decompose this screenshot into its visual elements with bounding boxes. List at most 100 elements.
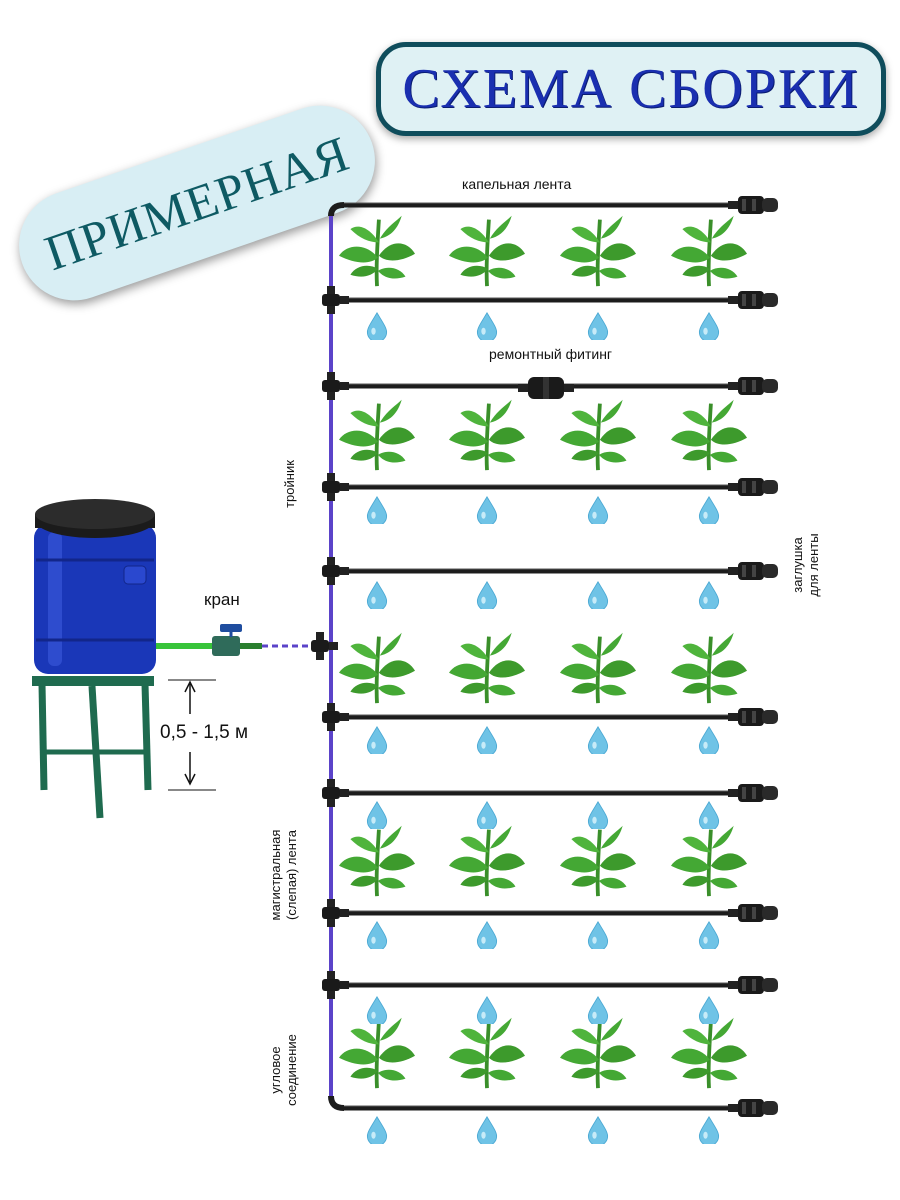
seedling-icon xyxy=(449,630,525,705)
water-drop-icon xyxy=(698,726,720,754)
corner-joint-label: угловое соединение xyxy=(268,1030,302,1110)
seedling-icon xyxy=(560,213,636,288)
corner-joint-label-line2: соединение xyxy=(284,1034,299,1106)
tee-connector-icon xyxy=(322,557,349,585)
seedling-icon xyxy=(449,1015,525,1090)
tank-lid-top xyxy=(35,499,155,529)
seedling-icon xyxy=(339,823,415,898)
repair-fitting-icon xyxy=(518,377,574,399)
end-plug-icon xyxy=(728,1099,778,1117)
corner-joint-bottom xyxy=(328,1095,345,1111)
end-plug-icon xyxy=(728,562,778,580)
water-drop-icon xyxy=(366,496,388,524)
end-plug-icon xyxy=(728,784,778,802)
water-drop-icon xyxy=(587,921,609,949)
water-drop-icon xyxy=(587,496,609,524)
main-line-label-line2: (слепая) лента xyxy=(284,830,299,920)
seedling-icon xyxy=(449,213,525,288)
main-line-label: магистральная (слепая) лента xyxy=(268,815,302,935)
water-drop-icon xyxy=(366,801,388,829)
valve-label: кран xyxy=(204,590,240,609)
water-drop-icon xyxy=(476,801,498,829)
end-plug-icon xyxy=(728,708,778,726)
title-banner: СХЕМА СБОРКИ xyxy=(376,42,886,136)
tee-connector-icon xyxy=(322,286,349,314)
water-drop-icon xyxy=(476,921,498,949)
stand-leg xyxy=(141,683,152,791)
water-drop-icon xyxy=(698,1116,720,1144)
water-drop-icon xyxy=(587,1116,609,1144)
seedling-icon xyxy=(339,397,415,472)
water-drop-icon xyxy=(587,312,609,340)
water-drop-icon xyxy=(587,996,609,1024)
water-drop-icon xyxy=(366,921,388,949)
water-source xyxy=(32,499,338,819)
seedling-icon xyxy=(449,397,525,472)
seedling-icon xyxy=(339,630,415,705)
tee-connector-icon xyxy=(322,971,349,999)
tank-highlight xyxy=(48,532,62,666)
seedling-icon xyxy=(339,213,415,288)
water-drop-icon xyxy=(366,996,388,1024)
tee-connector-icon xyxy=(322,473,349,501)
water-drop-icon xyxy=(476,312,498,340)
tee-connector-icon xyxy=(322,899,349,927)
water-drop-icon xyxy=(587,726,609,754)
tee-connector-icon xyxy=(322,779,349,807)
water-drop-icon xyxy=(587,581,609,609)
seedling-icon xyxy=(339,1015,415,1090)
drip-tape-label: капельная лента xyxy=(462,176,572,192)
corner-joint-label-line1: угловое xyxy=(268,1046,283,1094)
height-arrow-down-head xyxy=(184,773,196,786)
tee-connector-icon xyxy=(311,632,338,660)
seedling-icon xyxy=(671,213,747,288)
water-drop-icon xyxy=(587,801,609,829)
valve-icon xyxy=(212,636,240,656)
end-plug-label-line1: заглушка xyxy=(790,537,805,593)
water-drop-icon xyxy=(476,996,498,1024)
end-plug-label: заглушка для ленты xyxy=(790,520,824,610)
water-drop-icon xyxy=(698,921,720,949)
drip-lines xyxy=(344,202,730,1111)
height-arrow-up-head xyxy=(184,680,196,693)
seedling-icon xyxy=(671,1015,747,1090)
tee-connector-icon xyxy=(322,372,349,400)
end-plug-icon xyxy=(728,291,778,309)
end-plug-icon xyxy=(728,976,778,994)
water-drop-icon xyxy=(698,581,720,609)
seedling-icon xyxy=(671,630,747,705)
tee-label: тройник xyxy=(282,446,302,522)
seedling-icon xyxy=(671,823,747,898)
main-line xyxy=(328,202,345,1111)
water-drop-icon xyxy=(366,1116,388,1144)
drops xyxy=(366,312,720,1144)
seedling-icon xyxy=(560,1015,636,1090)
stand-top xyxy=(32,676,154,686)
water-drop-icon xyxy=(476,1116,498,1144)
water-drop-icon xyxy=(698,996,720,1024)
end-plug-icon xyxy=(728,377,778,395)
end-plugs xyxy=(728,196,778,1117)
valve-handle xyxy=(220,624,242,632)
tee-label-text: тройник xyxy=(282,460,297,508)
seedling-icon xyxy=(449,823,525,898)
stand-leg xyxy=(38,683,48,791)
end-plug-icon xyxy=(728,478,778,496)
end-plug-icon xyxy=(728,196,778,214)
seedling-icon xyxy=(560,823,636,898)
seedling-icon xyxy=(560,630,636,705)
water-drop-icon xyxy=(476,581,498,609)
water-drop-icon xyxy=(366,312,388,340)
repair-fitting-label: ремонтный фитинг xyxy=(489,346,613,362)
water-drop-icon xyxy=(476,496,498,524)
seedling-icon xyxy=(560,397,636,472)
water-drop-icon xyxy=(476,726,498,754)
title-text: СХЕМА СБОРКИ xyxy=(402,58,860,120)
end-plug-icon xyxy=(728,904,778,922)
water-drop-icon xyxy=(366,726,388,754)
end-plug-label-line2: для ленты xyxy=(806,533,821,597)
seedling-icon xyxy=(671,397,747,472)
water-drop-icon xyxy=(698,801,720,829)
